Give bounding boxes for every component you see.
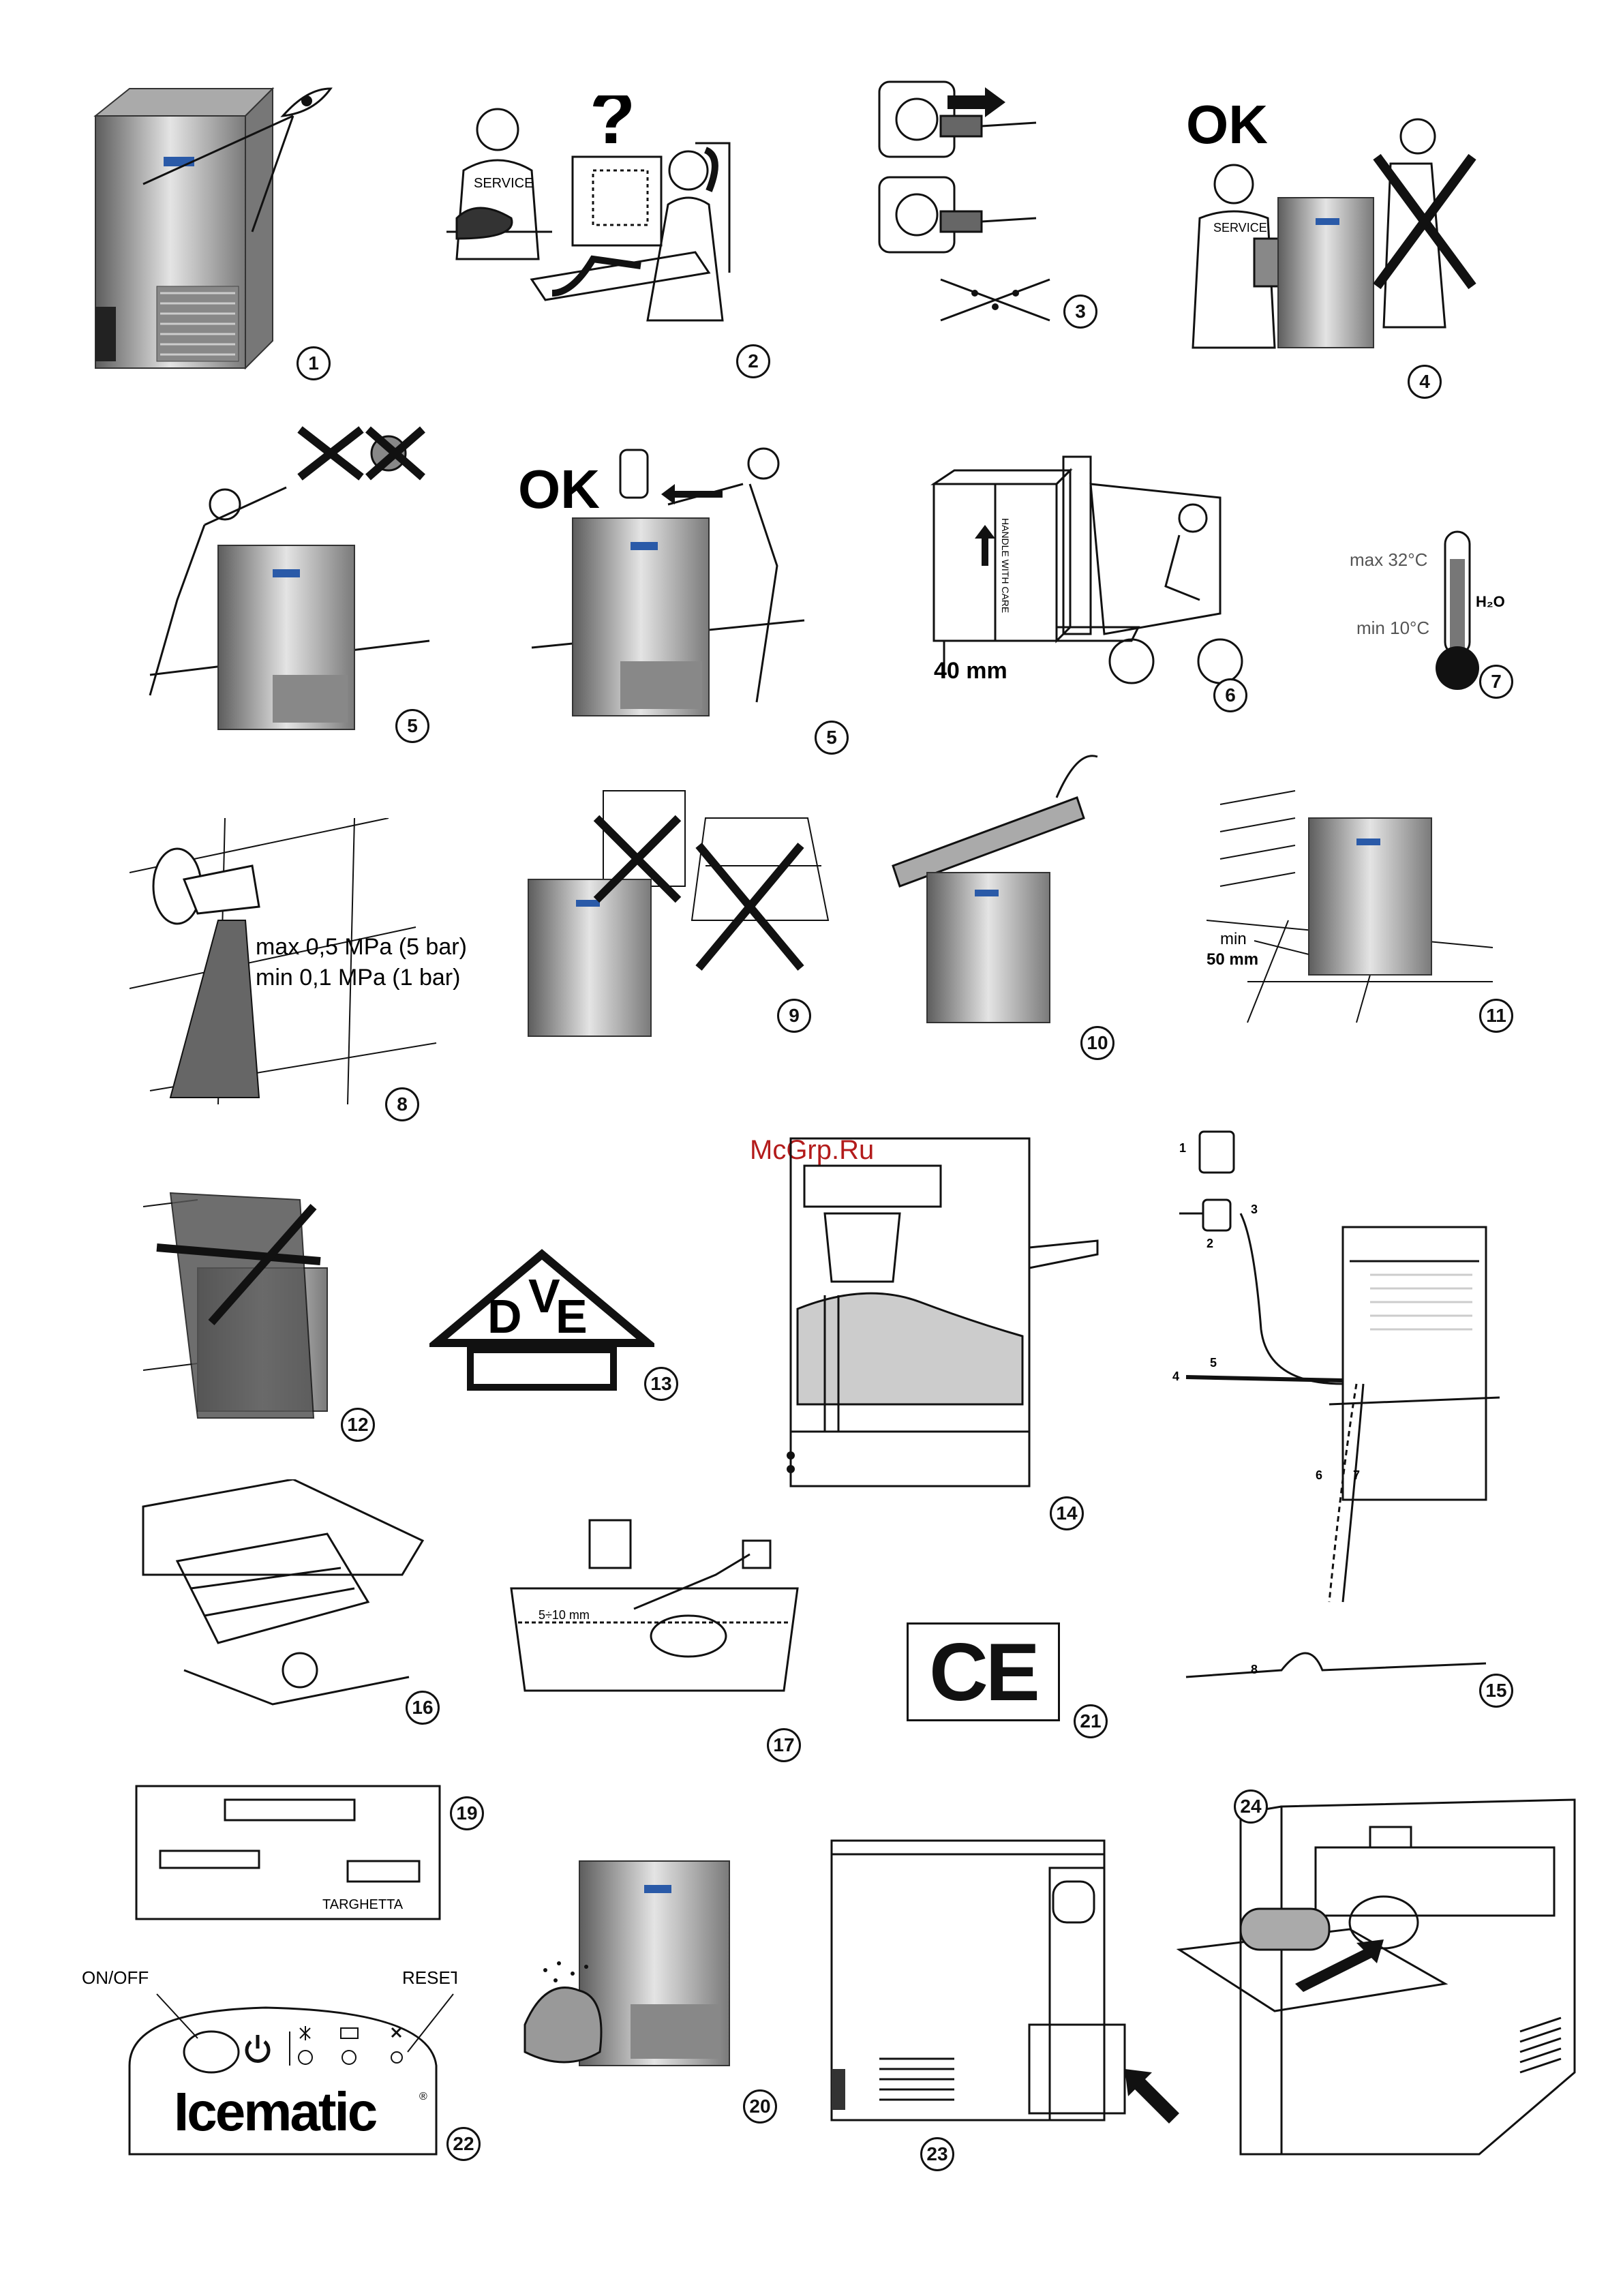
min-pressure: min 0,1 MPa (1 bar)	[256, 965, 460, 991]
figure-number: 24	[1234, 1789, 1268, 1824]
figure-number: 22	[446, 2127, 481, 2161]
fig-16-evaporator	[136, 1479, 436, 1711]
figure-number: 20	[743, 2089, 777, 2124]
ok-text: OK	[518, 459, 600, 519]
fig-12-do-not-cover	[143, 1186, 361, 1432]
figure-number: 4	[1408, 365, 1442, 399]
socket-icon	[1200, 1132, 1234, 1173]
distance-label: 50 mm	[1207, 950, 1258, 969]
fig-6-forklift-transport: HANDLE WITH CARE 40 mm	[927, 443, 1268, 702]
crate-label: HANDLE WITH CARE	[1000, 518, 1011, 613]
figure-number: 10	[1080, 1026, 1114, 1060]
figure-number: 1	[297, 346, 331, 380]
fig-17-water-level: 5÷10 mm	[498, 1513, 811, 1732]
callout-6: 6	[1316, 1468, 1322, 1482]
on-off-label: ON/OFF	[82, 1967, 149, 1988]
sack-icon	[525, 1988, 601, 2062]
fig-11-wall-clearance: min 50 mm	[1207, 784, 1500, 1029]
led-bin	[342, 2051, 356, 2064]
fig-7-thermometer: max 32°C min 10°C H₂O	[1350, 525, 1541, 695]
level-label: 5÷10 mm	[539, 1608, 590, 1622]
max-pressure: max 0,5 MPa (5 bar)	[256, 934, 467, 960]
figure-number: 12	[341, 1408, 375, 1442]
figure-number: 7	[1479, 665, 1513, 699]
max-temp: max 32°C	[1350, 549, 1427, 570]
bottle-icon	[1241, 1909, 1329, 1950]
arrow-up-icon	[975, 525, 995, 566]
figure-number: 2	[736, 344, 770, 378]
fig-2-call-service: SERVICE ?	[436, 95, 763, 348]
fig-4-service-only: OK SERVICE	[1186, 95, 1493, 368]
led-ice	[299, 2051, 312, 2064]
figure-number: 6	[1213, 678, 1247, 712]
eye-icon	[283, 89, 331, 116]
fig-19-rating-plate: TARGHETTA	[133, 1783, 446, 1926]
min-temp: min 10°C	[1356, 618, 1429, 638]
callout-1: 1	[1179, 1141, 1186, 1155]
clearance-label: 40 mm	[934, 658, 1007, 684]
reset-label: RESET	[402, 1967, 457, 1988]
figure-number: 13	[644, 1367, 678, 1401]
figure-number: 21	[1074, 1704, 1108, 1738]
arrow-right-icon	[947, 87, 1005, 117]
service-label: SERVICE	[1213, 221, 1267, 235]
figure-number: 8	[385, 1087, 419, 1121]
callout-8: 8	[1251, 1663, 1258, 1676]
fig-5-ok-indoor: OK	[518, 443, 818, 729]
on-off-button[interactable]	[184, 2031, 239, 2072]
fig-1-machine-inspection	[89, 75, 348, 375]
callout-4: 4	[1172, 1370, 1179, 1383]
callout-2: 2	[1207, 1237, 1213, 1250]
callout-5: 5	[1210, 1356, 1217, 1370]
callout-3: 3	[1251, 1203, 1258, 1216]
arrow-icon	[1125, 2069, 1179, 2124]
figure-number: 14	[1050, 1496, 1084, 1530]
brand-registered: ®	[419, 2091, 427, 2102]
fig-10-level-check	[886, 743, 1104, 1029]
fig-3-unplug	[873, 75, 1097, 334]
figure-number: 16	[406, 1691, 440, 1725]
figure-number: 5	[395, 709, 429, 743]
plate-label: TARGHETTA	[322, 1897, 404, 1912]
figure-number: 15	[1479, 1674, 1513, 1708]
tap-icon	[153, 849, 259, 924]
ok-text: OK	[1186, 95, 1268, 155]
vde-letter-e: E	[556, 1290, 588, 1343]
fig-8-water-pressure: max 0,5 MPa (5 bar) min 0,1 MPa (1 bar)	[130, 818, 566, 1104]
badge-icon	[164, 157, 194, 166]
ce-text: CE	[929, 1625, 1037, 1719]
arrow-left-icon	[661, 484, 723, 504]
fig-24-bin-door	[1172, 1786, 1581, 2168]
fig-22-control-panel: ON/OFF RESET Icematic ®	[75, 1963, 457, 2161]
figure-number: 19	[450, 1796, 484, 1830]
vde-letter-d: D	[487, 1290, 522, 1343]
brand-logo: Icematic	[174, 2081, 377, 2142]
fig-14-internal-view	[784, 1132, 1111, 1513]
question-mark: ?	[590, 95, 635, 160]
service-label: SERVICE	[474, 176, 533, 191]
figure-number: 3	[1063, 294, 1097, 329]
fig-21-ce-mark: CE	[907, 1622, 1060, 1721]
figure-number: 9	[777, 999, 811, 1033]
figure-number: 5	[815, 721, 849, 755]
fig-15-connections: 1 2 3 4 5 6 7 8	[1172, 1125, 1500, 1691]
min-label: min	[1220, 930, 1247, 948]
callout-7: 7	[1353, 1468, 1360, 1482]
reset-button[interactable]	[391, 2052, 402, 2063]
fig-20-dusty-environment	[518, 1854, 750, 2072]
h2o-label: H₂O	[1476, 593, 1505, 610]
figure-number: 23	[920, 2137, 954, 2171]
fig-13-vde-mark: V D E	[429, 1248, 654, 1404]
figure-number: 11	[1479, 999, 1513, 1033]
fig-5-no-outdoor	[136, 423, 443, 736]
figure-number: 17	[767, 1728, 801, 1762]
fig-23-air-filter	[825, 1827, 1193, 2134]
